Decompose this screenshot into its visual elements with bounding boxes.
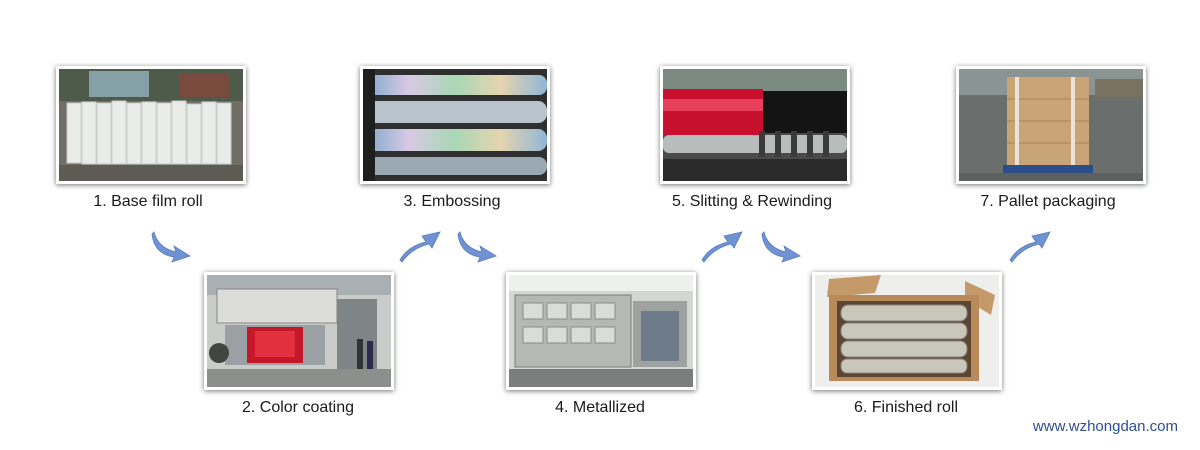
curved-arrow-up-icon (1009, 231, 1051, 263)
step-3-label: 3. Embossing (403, 193, 501, 210)
step-1-label: 1. Base film roll (93, 193, 203, 210)
step-1-photo (56, 66, 246, 184)
curved-arrow-up-icon (399, 231, 441, 263)
step-7-label: 7. Pallet packaging (980, 193, 1116, 210)
step-5-label: 5. Slitting & Rewinding (671, 193, 833, 210)
curved-arrow-down-icon (457, 231, 497, 263)
step-7-photo (956, 66, 1146, 184)
step-6-label: 6. Finished roll (853, 399, 959, 416)
curved-arrow-up-icon (701, 231, 743, 263)
step-6-photo (812, 272, 1002, 390)
step-2-label: 2. Color coating (241, 399, 355, 416)
curved-arrow-down-icon (151, 231, 191, 263)
step-5-photo (660, 66, 850, 184)
step-4-photo (506, 272, 696, 390)
curved-arrow-down-icon (761, 231, 801, 263)
step-3-photo (360, 66, 550, 184)
step-2-photo (204, 272, 394, 390)
website-url[interactable]: www.wzhongdan.com (1032, 418, 1178, 435)
step-4-label: 4. Metallized (555, 399, 645, 416)
